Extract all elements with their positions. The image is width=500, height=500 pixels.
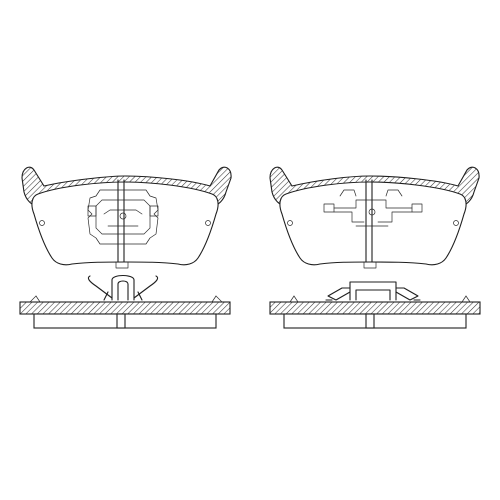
right-pad-side-slot [365,313,375,329]
right-pad-front-view [269,166,480,269]
left-pad-clip-outline [87,189,159,245]
right-pad-rivet-left [287,220,293,226]
right-pad-side-view [269,281,481,329]
right-pad-side-backing [269,301,481,315]
right-pad-spring-clip [325,281,421,301]
right-pad-side-friction [283,313,467,329]
left-pad-spring-clip [87,274,159,301]
left-pad-rivet-right [205,220,211,226]
left-pad-side-view [19,274,231,329]
left-pad-friction-surface [31,181,219,266]
left-pad-rivet-left [39,220,45,226]
right-pad-friction-surface [279,181,467,266]
left-pad-front-view [21,166,232,269]
right-pad-clip-outline [323,189,423,227]
left-pad-side-backing [19,301,231,315]
left-pad-tab-bottom [115,261,129,269]
right-pad-rivet-right [453,220,459,226]
right-pad-tab-bottom [363,261,377,269]
left-pad-side-slot [116,313,126,329]
